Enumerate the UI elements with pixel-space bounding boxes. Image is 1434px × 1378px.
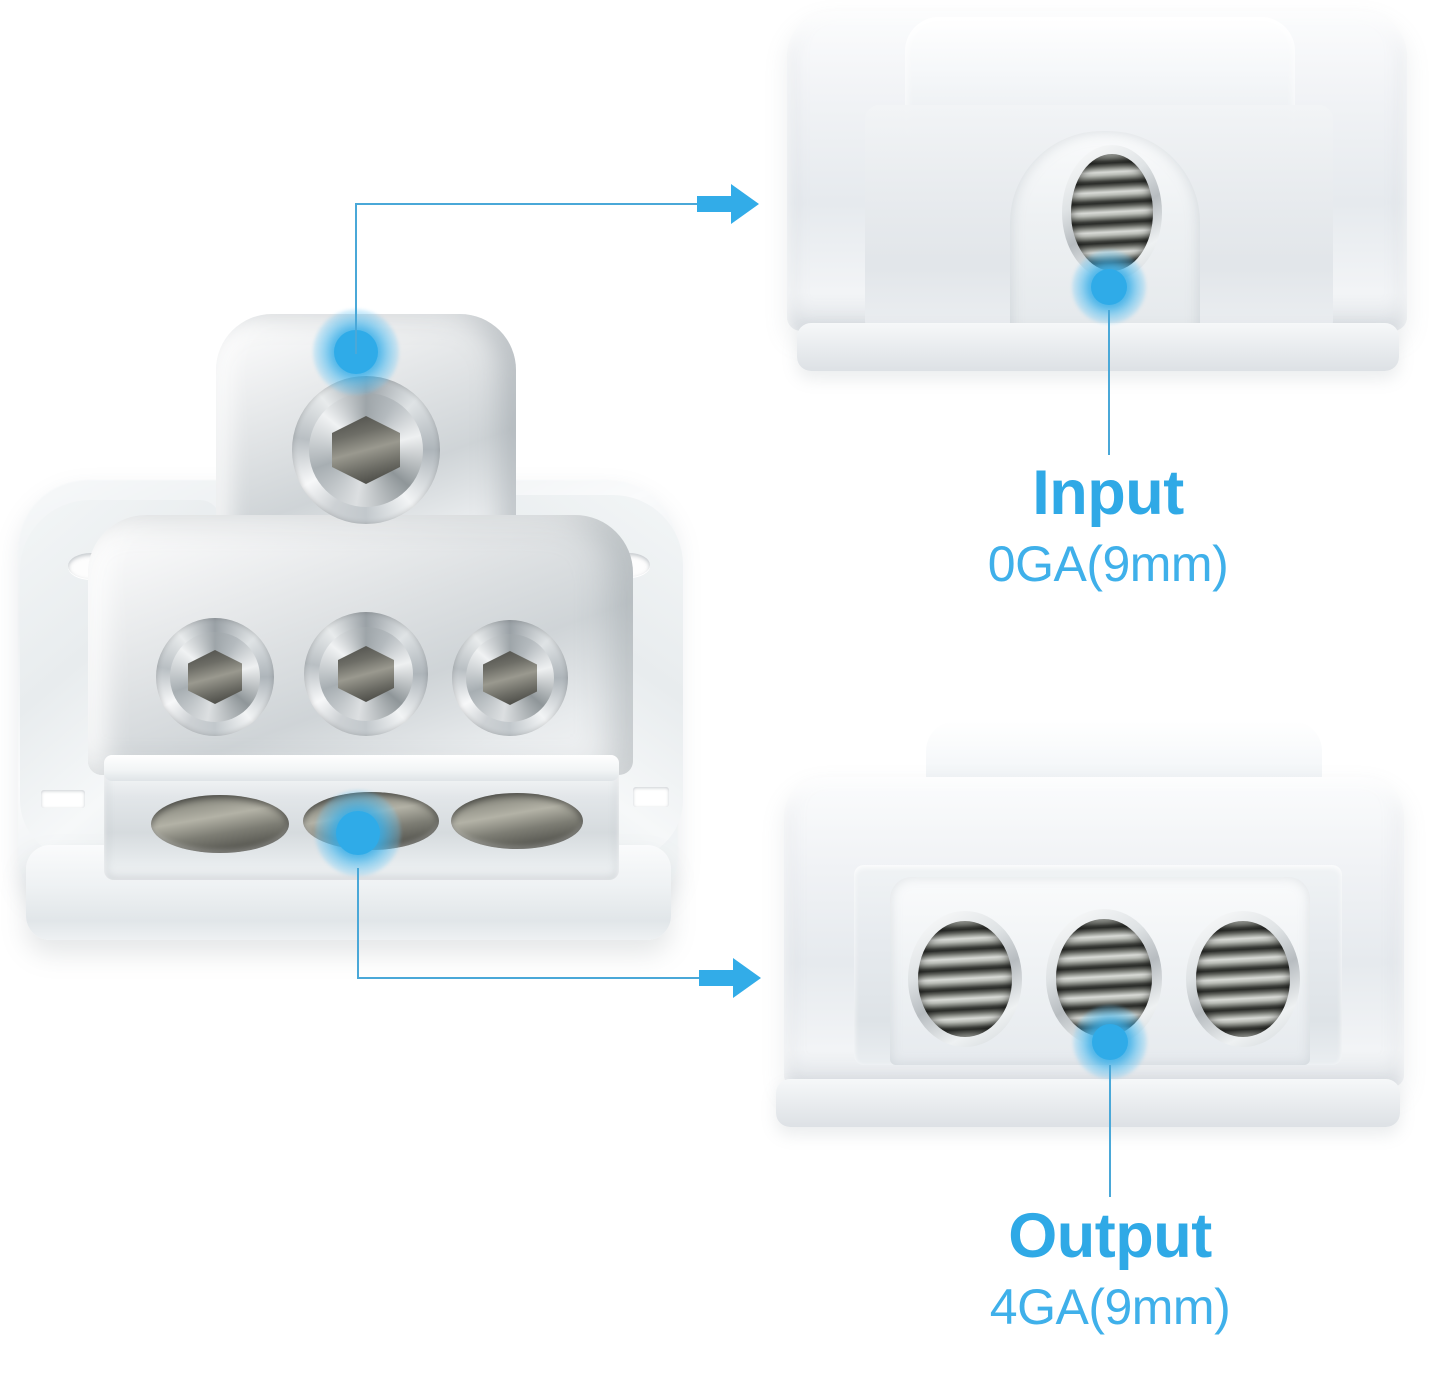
hex-socket — [188, 650, 242, 704]
output-leader-line — [1109, 1065, 1111, 1197]
hex-socket — [483, 651, 537, 705]
cover-slot-right — [633, 787, 669, 807]
output-marker-dot — [315, 790, 401, 876]
input-leader-vertical — [355, 204, 357, 354]
output-set-screw-2 — [304, 612, 428, 736]
input-base-foot — [797, 323, 1399, 371]
output-base-foot — [776, 1079, 1400, 1127]
output-callout-label: Output 4GA(9mm) — [860, 1205, 1360, 1335]
output-port-1 — [151, 795, 289, 853]
output-leader-horizontal — [357, 977, 702, 979]
input-spec: 0GA(9mm) — [987, 536, 1229, 592]
input-detail-image — [775, 5, 1434, 375]
cover-slot-left — [41, 790, 85, 808]
chrome-front-bevel — [104, 755, 619, 781]
input-title: Input — [1032, 458, 1184, 528]
hex-socket — [332, 416, 400, 484]
output-port-3 — [451, 793, 583, 849]
output-title: Output — [1008, 1201, 1212, 1271]
marker-core — [336, 811, 380, 855]
input-callout-label: Input 0GA(9mm) — [858, 462, 1358, 592]
input-leader-line — [1108, 310, 1110, 455]
input-arrow-icon — [697, 184, 759, 224]
output-spec: 4GA(9mm) — [989, 1279, 1231, 1335]
output-set-screw-3 — [452, 620, 568, 736]
output-leader-vertical — [357, 868, 359, 978]
marker-core — [1092, 1024, 1128, 1060]
output-arrow-icon — [699, 958, 761, 998]
input-leader-horizontal — [355, 203, 700, 205]
output-set-screw-1 — [156, 618, 274, 736]
output-detail-image — [758, 715, 1434, 1135]
output-threaded-port-3 — [1196, 921, 1290, 1037]
output-threaded-port-1 — [918, 921, 1012, 1037]
input-set-screw — [292, 376, 440, 524]
marker-core — [1091, 269, 1127, 305]
